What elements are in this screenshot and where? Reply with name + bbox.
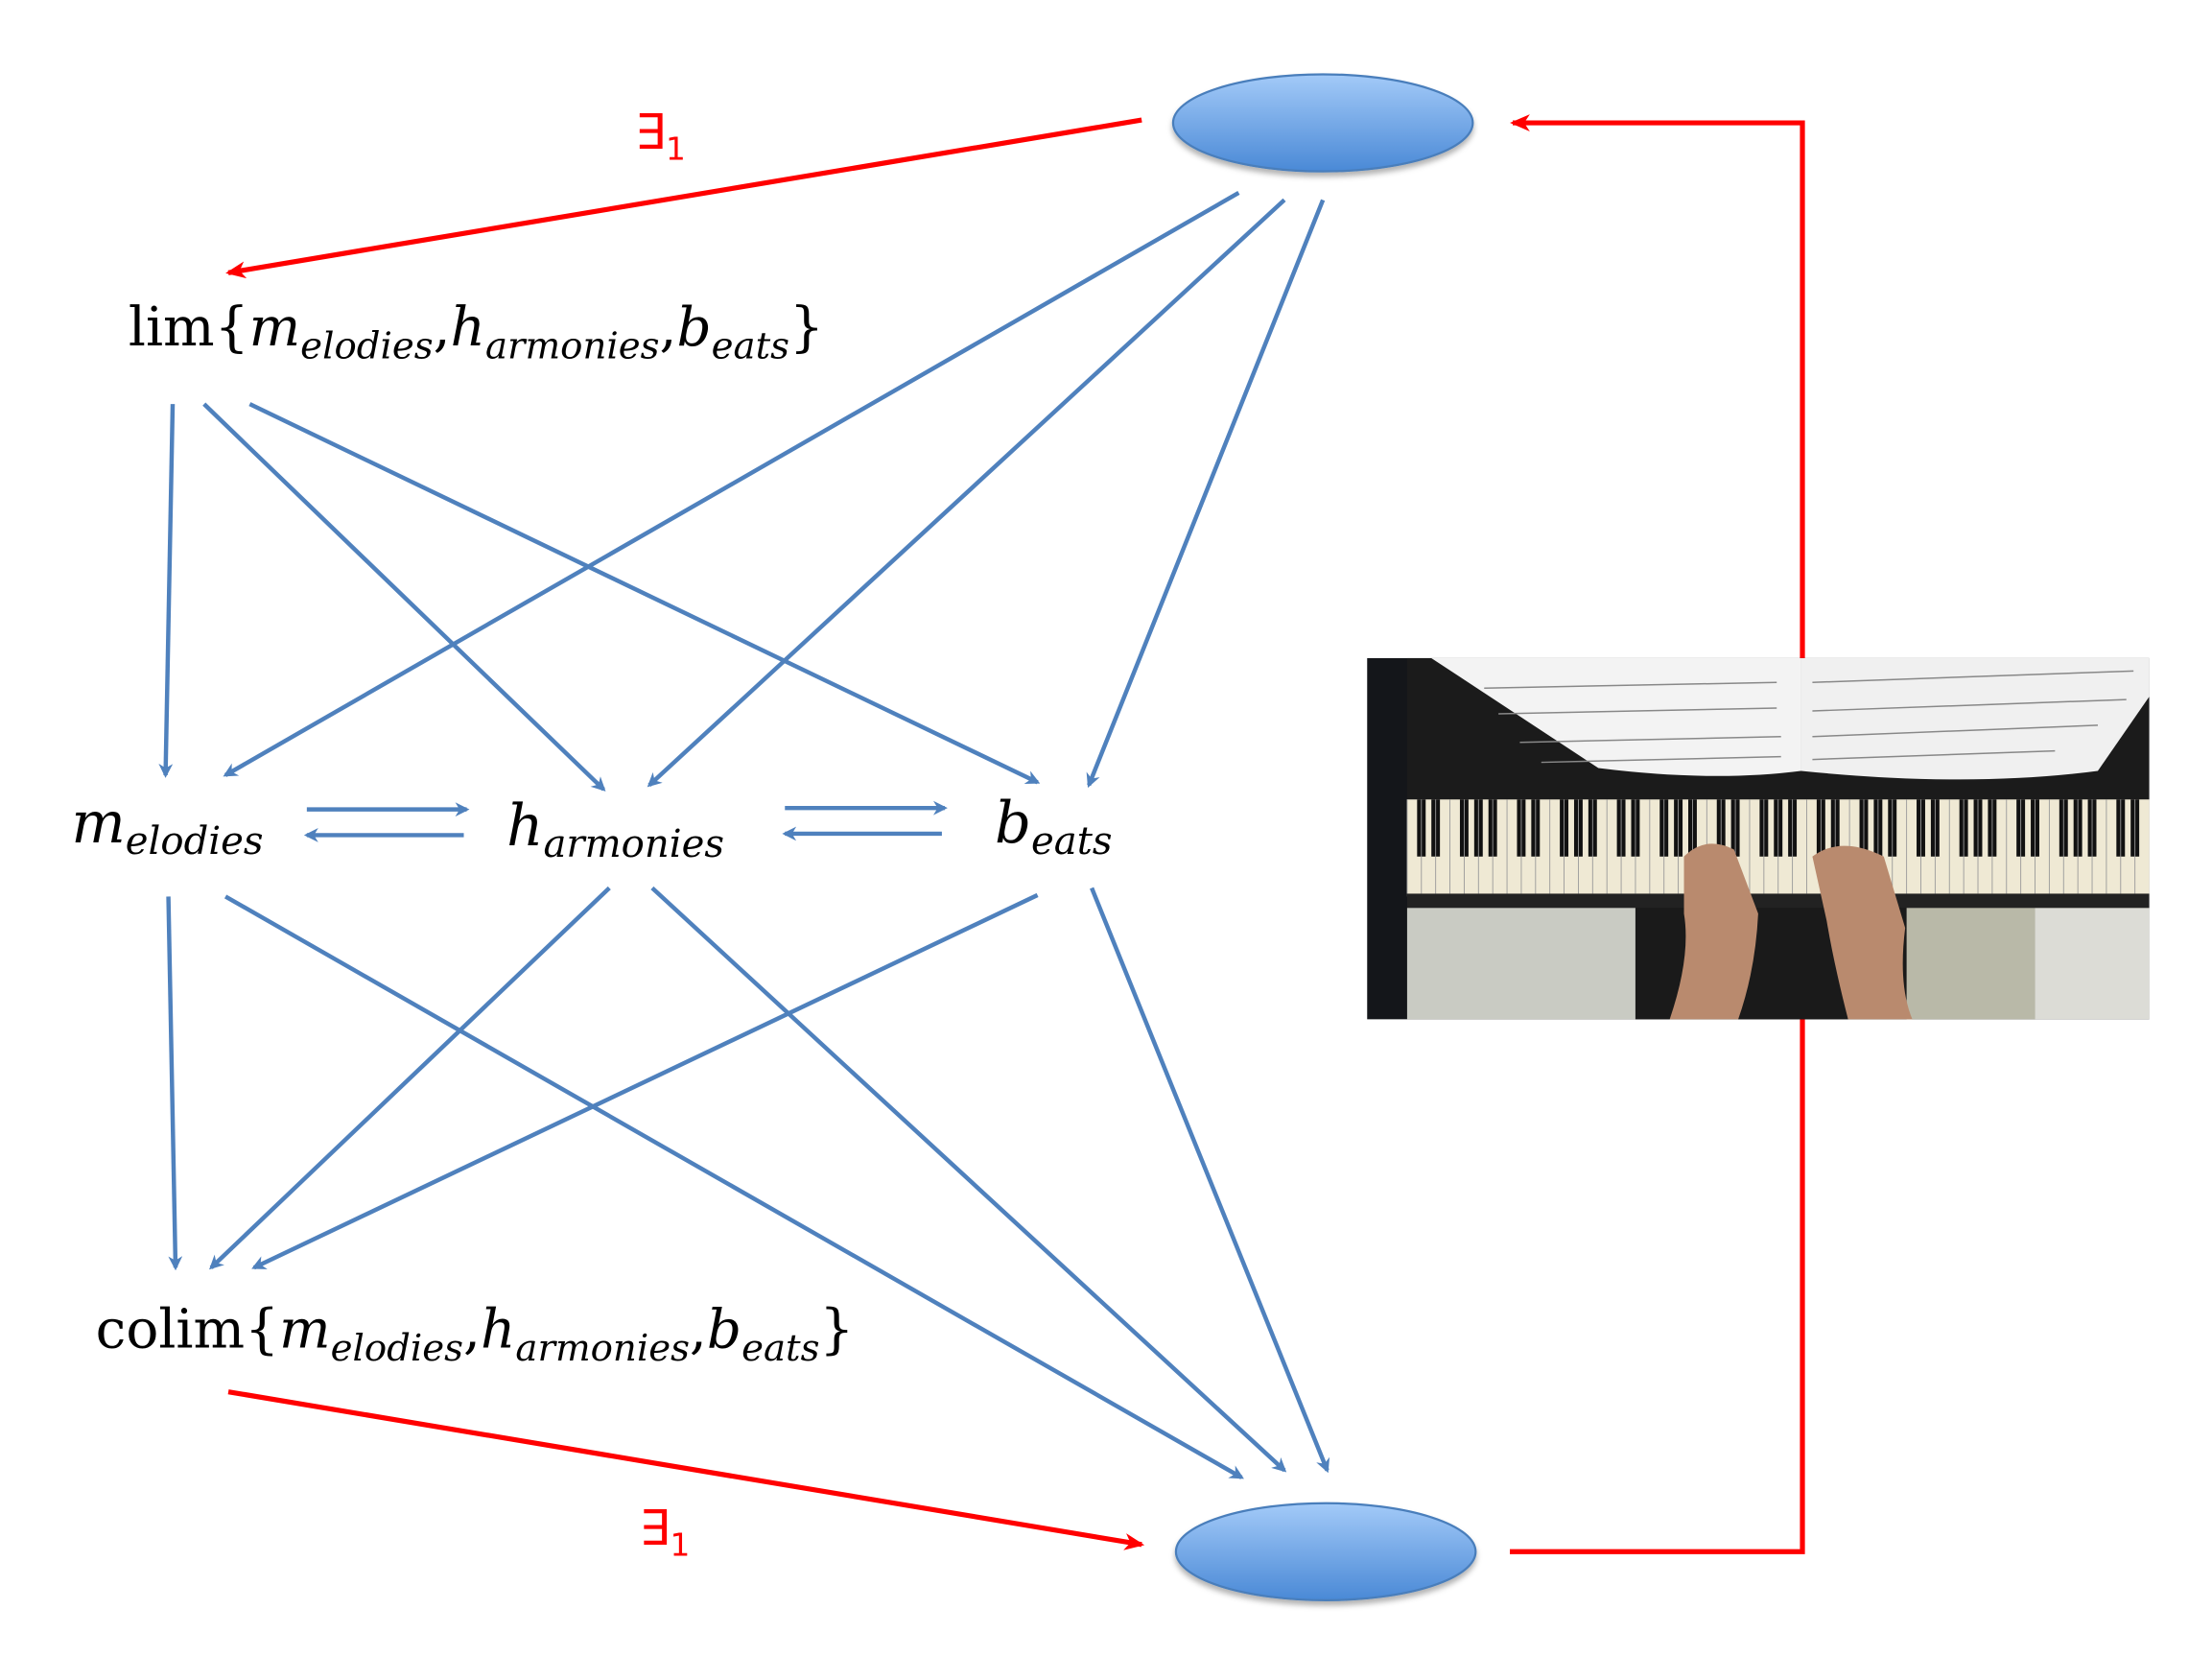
red-arrow-top-to-lim bbox=[225, 117, 1142, 279]
arrow-beats-to-colim bbox=[251, 892, 1039, 1270]
lim-label: lim{melodies,harmonies,beats} bbox=[129, 296, 824, 367]
arrow-harmonies-to-bottom bbox=[650, 886, 1287, 1473]
top-ellipse-node bbox=[1171, 73, 1474, 173]
arrow-top-to-harmonies bbox=[647, 198, 1286, 788]
left-hand bbox=[1669, 843, 1758, 1020]
arrow-melodies-to-colim bbox=[166, 896, 183, 1271]
arrow-melodies-to-bottom bbox=[224, 894, 1244, 1479]
bottom-ellipse-node bbox=[1174, 1502, 1477, 1601]
arrow-lim-to-melodies bbox=[158, 404, 176, 778]
harmonies-node: harmonies bbox=[506, 793, 724, 866]
piano-photo bbox=[1367, 657, 2150, 1020]
exists-unique-label-top: ∃1 bbox=[635, 104, 686, 168]
beats-node: beats bbox=[995, 791, 1113, 863]
arrow-beats-to-bottom bbox=[1090, 887, 1330, 1474]
exists-unique-label-bottom: ∃1 bbox=[640, 1500, 691, 1564]
colim-label: colim{melodies,harmonies,beats} bbox=[96, 1299, 855, 1370]
red-arrow-colim-to-bottom bbox=[227, 1389, 1145, 1550]
arrow-top-to-melodies bbox=[223, 191, 1240, 777]
right-hand bbox=[1812, 845, 1913, 1020]
arrow-lim-to-harmonies bbox=[202, 402, 606, 792]
arrow-top-to-beats bbox=[1086, 199, 1326, 789]
arrow-lim-to-beats bbox=[248, 402, 1041, 785]
piano-black-keys bbox=[1406, 799, 2140, 894]
melodies-node: melodies bbox=[71, 791, 263, 863]
arrow-harmonies-to-colim bbox=[209, 886, 611, 1270]
